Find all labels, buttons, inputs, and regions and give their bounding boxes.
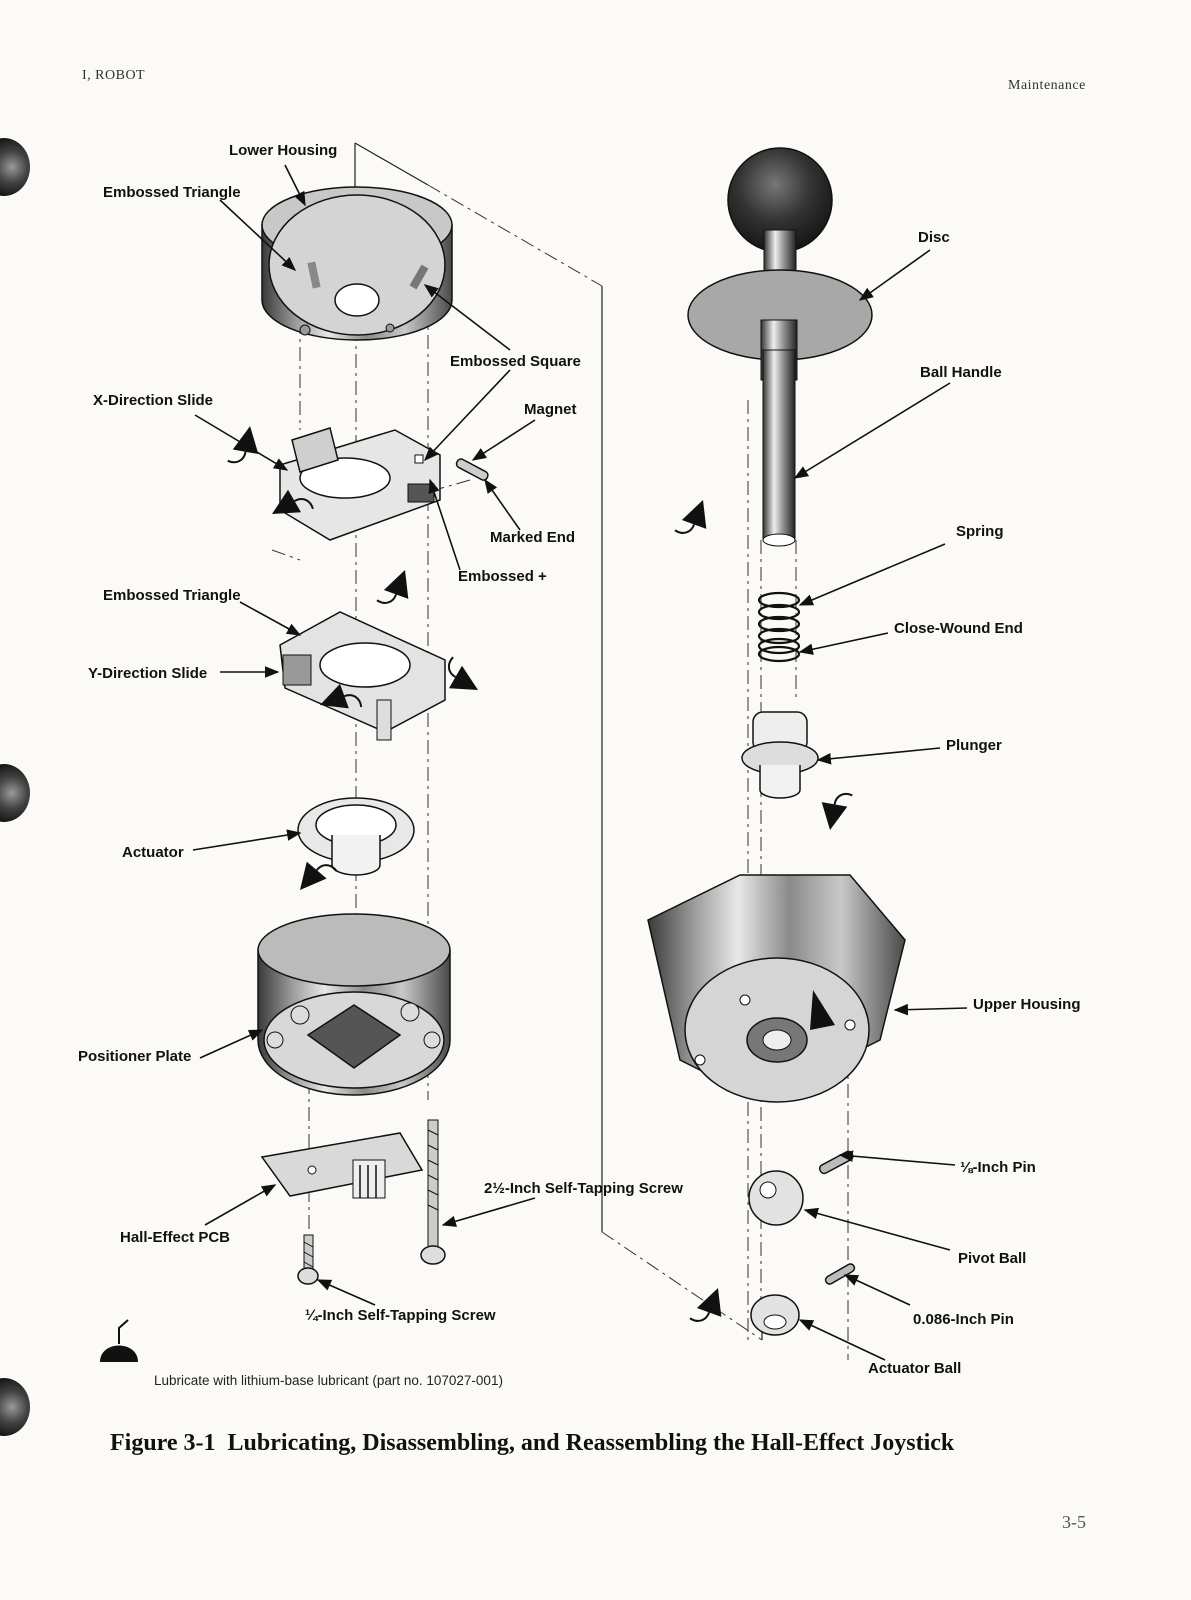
label-close-wound-end: Close-Wound End [894,620,1023,637]
upper-housing-part [647,874,906,1103]
left-frame [354,142,763,1341]
magnet-part [455,458,489,481]
lower-housing-part [261,186,453,341]
label-plunger: Plunger [946,737,1002,754]
figure-number: Figure 3-1 [110,1430,216,1456]
plunger-part [741,711,854,834]
positioner-plate-part [257,913,451,1096]
label-x-direction-slide: X-Direction Slide [93,392,213,409]
ball-handle-part [673,147,873,547]
lubricant-legend: Lubricate with lithium-base lubricant (p… [100,1319,503,1388]
label-disc: Disc [918,229,950,246]
figure-title: Lubricating, Disassembling, and Reassemb… [227,1430,955,1456]
hall-effect-pcb-part [260,1132,424,1199]
y-direction-slide-part [279,563,487,741]
actuator-part [289,797,415,902]
label-spring: Spring [956,523,1004,540]
086-inch-pin-part [824,1263,856,1285]
label-magnet: Magnet [524,401,577,418]
label-embossed-triangle-lower: Embossed Triangle [103,587,241,604]
label-y-direction-slide: Y-Direction Slide [88,665,207,682]
running-header-section: Maintenance [1008,78,1086,93]
label-marked-end: Marked End [490,529,575,546]
figure-caption: Figure 3-1 Lubricating, Disassembling, an… [110,1430,966,1457]
label-embossed-square: Embossed Square [450,353,581,370]
label-pivot-ball: Pivot Ball [958,1250,1026,1267]
label-ball-handle: Ball Handle [920,364,1002,381]
part-labels: Lower Housing Embossed Triangle Embossed… [78,142,1081,1377]
eighth-inch-pin-part [818,1150,854,1175]
pivot-ball-part [748,1170,804,1226]
label-hall-effect-pcb: Hall-Effect PCB [120,1229,230,1246]
lubricant-legend-text: Lubricate with lithium-base lubricant (p… [154,1373,503,1388]
x-direction-slide-part [226,422,441,541]
label-eighth-inch-pin: ⅛-Inch Pin [960,1159,1036,1176]
label-upper-housing: Upper Housing [973,996,1081,1013]
label-positioner-plate: Positioner Plate [78,1048,191,1065]
leader-arrows [192,164,968,1361]
short-screw-part [297,1234,319,1285]
label-actuator-ball: Actuator Ball [868,1360,961,1377]
lubricant-icon [100,1319,138,1362]
actuator-ball-part [688,1281,800,1336]
page-number: 3-5 [1062,1512,1086,1532]
label-embossed-triangle-top: Embossed Triangle [103,184,241,201]
spring-part [757,591,801,663]
long-screw-part [420,1119,446,1265]
label-lower-housing: Lower Housing [229,142,337,159]
label-actuator: Actuator [122,844,184,861]
running-header-title: I, ROBOT [82,68,146,83]
label-long-screw: 2½-Inch Self-Tapping Screw [484,1180,683,1197]
label-embossed-plus: Embossed + [458,568,547,585]
label-short-screw: ¼-Inch Self-Tapping Screw [305,1307,496,1324]
label-086-inch-pin: 0.086-Inch Pin [913,1311,1014,1328]
